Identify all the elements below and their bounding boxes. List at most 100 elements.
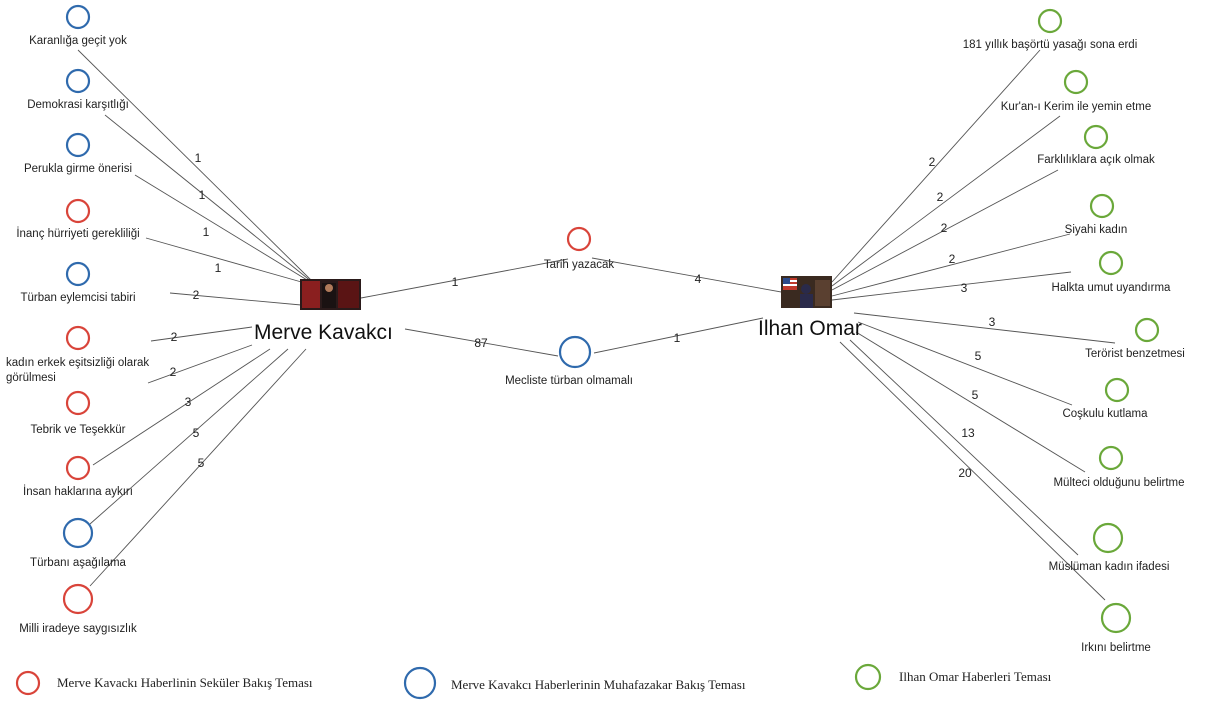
edge-weight: 5 xyxy=(198,456,205,470)
edge-weight: 2 xyxy=(929,155,936,169)
edge-n3-merve xyxy=(134,174,313,284)
theme-ring xyxy=(62,583,94,615)
legend-swatch xyxy=(15,670,41,696)
edge-n5-merve xyxy=(169,292,313,307)
theme-label: Tarih yazacak xyxy=(544,259,615,271)
theme-node-o7: Coşkulu kutlama xyxy=(1062,377,1148,420)
edge-weight: 87 xyxy=(474,336,488,350)
edge-weight: 3 xyxy=(185,395,192,409)
theme-ring xyxy=(65,132,91,158)
theme-ring xyxy=(1098,445,1124,471)
legend-swatch xyxy=(403,666,437,700)
edge-weight: 1 xyxy=(199,188,206,202)
omar-photo xyxy=(781,276,832,308)
theme-ring xyxy=(1037,8,1063,34)
theme-ring xyxy=(558,335,592,369)
theme-ring xyxy=(65,261,91,287)
theme-label: Karanlığa geçit yok xyxy=(29,35,127,47)
theme-label: Kur'an-ı Kerim ile yemin etme xyxy=(1001,101,1151,113)
edge-o9-omar xyxy=(849,339,1079,556)
edge-weight: 1 xyxy=(452,275,459,289)
theme-node-o2: Kur'an-ı Kerim ile yemin etme xyxy=(1001,69,1151,113)
edge-o2-omar xyxy=(831,115,1061,287)
edge-weight: 20 xyxy=(958,466,972,480)
legend-swatch xyxy=(854,663,882,691)
edge-n8-merve xyxy=(92,348,271,466)
theme-node-c2: Mecliste türban olmamalı xyxy=(505,335,633,387)
edge-weight: 13 xyxy=(961,426,975,440)
legend-item-conservative: Merve Kavakcı Haberlerinin Muhafazakar B… xyxy=(403,666,746,700)
edge-o7-omar xyxy=(857,321,1073,406)
theme-label: Mecliste türban olmamalı xyxy=(505,375,633,387)
theme-node-n4: İnanç hürriyeti gerekliliği xyxy=(16,198,140,240)
theme-node-n9: Türbanı aşağılama xyxy=(30,517,127,569)
theme-ring xyxy=(65,455,91,481)
edge-n4-merve xyxy=(145,237,313,286)
edge-weight: 5 xyxy=(972,388,979,402)
theme-label: Halkta umut uyandırma xyxy=(1052,282,1171,294)
theme-node-n8: İnsan haklarına aykırı xyxy=(23,455,133,498)
edge-o4-omar xyxy=(831,233,1071,297)
theme-node-n5: Türban eylemcisi tabiri xyxy=(20,261,136,304)
legend-label: Ilhan Omar Haberleri Teması xyxy=(899,669,1052,684)
theme-label: İnanç hürriyeti gerekliliği xyxy=(16,227,139,240)
theme-node-n1: Karanlığa geçit yok xyxy=(29,4,127,47)
edge-weight: 5 xyxy=(975,349,982,363)
edge-weight: 3 xyxy=(989,315,996,329)
theme-label: Farklılıklara açık olmak xyxy=(1037,154,1155,166)
edge-n6-merve xyxy=(150,326,253,342)
theme-node-o10: Irkını belirtme xyxy=(1081,602,1151,654)
theme-label: Terörist benzetmesi xyxy=(1085,348,1185,360)
theme-label: Türban eylemcisi tabiri xyxy=(20,292,135,304)
edge-o3-omar xyxy=(831,169,1059,291)
theme-ring xyxy=(1089,193,1115,219)
edge-c1-merve xyxy=(360,258,569,299)
theme-ring xyxy=(65,325,91,351)
theme-node-n10: Milli iradeye saygısızlık xyxy=(19,583,137,635)
theme-ring xyxy=(566,226,592,252)
theme-label: kadın erkek eşitsizliği olarak xyxy=(6,357,149,369)
legend-item-omar: Ilhan Omar Haberleri Teması xyxy=(854,663,1052,691)
legend-label: Merve Kavackı Haberlinin Seküler Bakış T… xyxy=(57,675,313,690)
edge-o8-omar xyxy=(855,331,1086,473)
theme-node-o6: Terörist benzetmesi xyxy=(1085,317,1185,360)
edge-o5-omar xyxy=(831,271,1072,301)
edge-weight: 2 xyxy=(171,330,178,344)
theme-label: İnsan haklarına aykırı xyxy=(23,485,133,498)
theme-ring xyxy=(1083,124,1109,150)
edge-weight: 1 xyxy=(215,261,222,275)
theme-ring xyxy=(65,390,91,416)
edge-n2-merve xyxy=(104,114,313,283)
theme-ring xyxy=(65,4,91,30)
theme-label: Milli iradeye saygısızlık xyxy=(19,623,137,635)
omar-hub-name: Ilhan Omar xyxy=(758,317,862,340)
theme-label: Mülteci olduğunu belirtme xyxy=(1053,477,1184,489)
theme-ring xyxy=(1104,377,1130,403)
theme-label: Müslüman kadın ifadesi xyxy=(1049,561,1170,573)
legend-label: Merve Kavakcı Haberlerinin Muhafazakar B… xyxy=(451,677,746,692)
edge-weight: 3 xyxy=(961,281,968,295)
theme-label: Perukla girme önerisi xyxy=(24,163,132,175)
edge-weight: 2 xyxy=(949,252,956,266)
theme-node-o5: Halkta umut uyandırma xyxy=(1052,250,1171,294)
theme-node-o9: Müslüman kadın ifadesi xyxy=(1049,522,1170,573)
merve-photo xyxy=(300,279,361,310)
edge-weight: 5 xyxy=(193,426,200,440)
merve-hub-name: Merve Kavakcı xyxy=(254,321,393,344)
edge-c2-omar xyxy=(593,317,764,354)
theme-node-o3: Farklılıklara açık olmak xyxy=(1037,124,1155,166)
theme-node-o1: 181 yıllık başörtü yasağı sona erdi xyxy=(963,8,1138,51)
theme-label: Irkını belirtme xyxy=(1081,642,1151,654)
theme-ring xyxy=(1134,317,1160,343)
edge-o6-omar xyxy=(853,312,1116,344)
edge-weight: 2 xyxy=(941,221,948,235)
edge-c2-merve xyxy=(404,328,559,357)
edge-weight: 2 xyxy=(937,190,944,204)
edge-o1-omar xyxy=(831,49,1041,283)
theme-node-c1: Tarih yazacak xyxy=(544,226,615,271)
theme-label: 181 yıllık başörtü yasağı sona erdi xyxy=(963,39,1138,51)
